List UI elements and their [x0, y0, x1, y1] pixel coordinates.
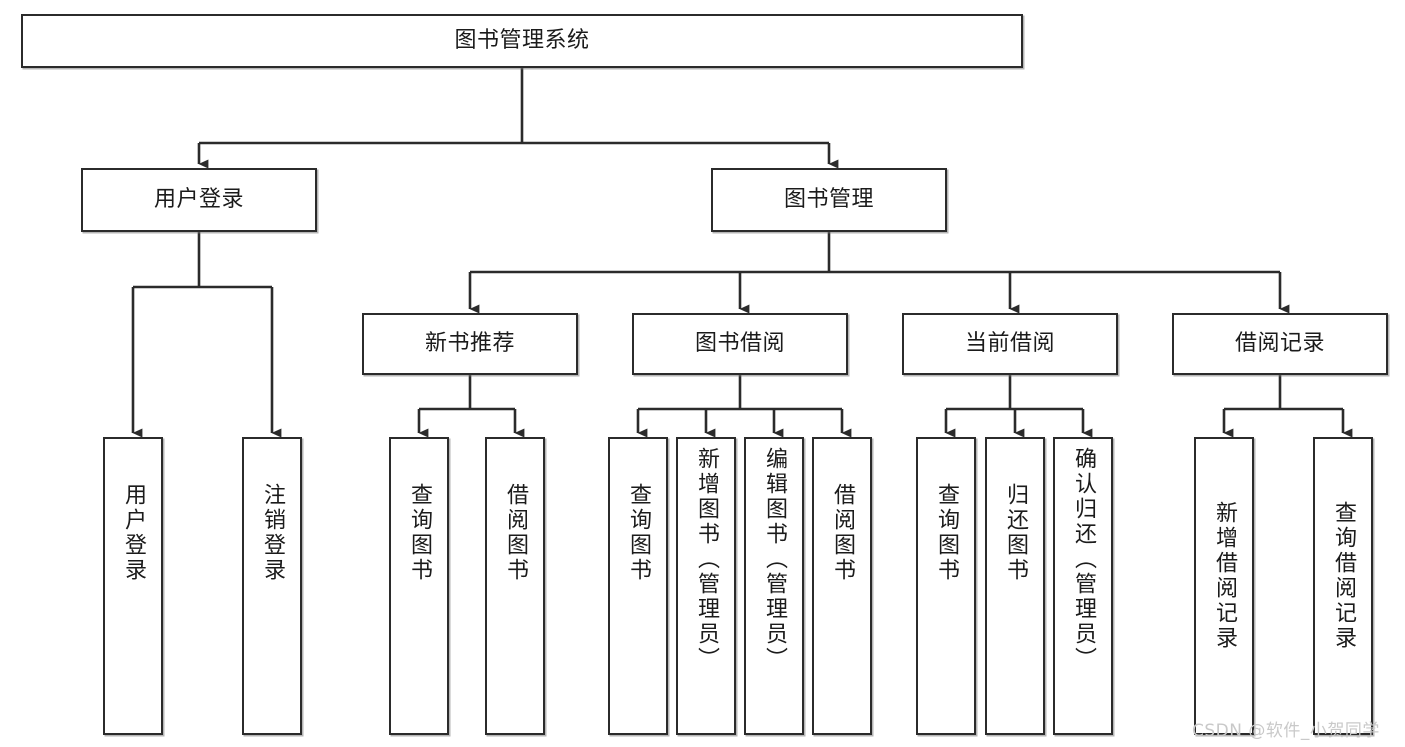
node-leaf-query-book-1[interactable]: 查询图书: [389, 437, 449, 735]
node-book-borrow[interactable]: 图书借阅: [632, 313, 848, 375]
node-new-book-recommend[interactable]: 新书推荐: [362, 313, 578, 375]
node-root[interactable]: 图书管理系统: [21, 14, 1023, 68]
node-leaf-borrow-book-2[interactable]: 借阅图书: [812, 437, 872, 735]
node-user-login-label: 用户登录: [153, 187, 244, 213]
node-leaf-borrow-book-2-label: 借阅图书: [830, 483, 855, 583]
node-new-book-recommend-label: 新书推荐: [424, 331, 515, 357]
node-current-borrow-label: 当前借阅: [964, 331, 1055, 357]
node-leaf-query-book-2-label: 查询图书: [626, 483, 651, 583]
node-leaf-confirm-return[interactable]: 确认归还（管理员）: [1053, 437, 1113, 735]
node-book-management-label: 图书管理: [783, 187, 874, 213]
node-leaf-return-book-label: 归还图书: [1003, 483, 1028, 583]
node-book-borrow-label: 图书借阅: [694, 331, 785, 357]
node-leaf-logout-label: 注销登录: [260, 483, 285, 583]
node-root-label: 图书管理系统: [454, 28, 590, 54]
node-leaf-add-book-label: 新增图书（管理员）: [694, 447, 719, 672]
node-book-management[interactable]: 图书管理: [711, 168, 947, 232]
node-leaf-query-book-3-label: 查询图书: [934, 483, 959, 583]
node-leaf-borrow-book-1[interactable]: 借阅图书: [485, 437, 545, 735]
node-leaf-edit-book-label: 编辑图书（管理员）: [762, 447, 787, 672]
node-leaf-query-record-label: 查询借阅记录: [1331, 501, 1356, 651]
node-leaf-confirm-return-label: 确认归还（管理员）: [1071, 447, 1096, 672]
node-current-borrow[interactable]: 当前借阅: [902, 313, 1118, 375]
csdn-watermark: CSDN @软件_小贺同学: [1192, 721, 1380, 741]
node-leaf-user-login-label: 用户登录: [121, 483, 146, 583]
node-leaf-query-record[interactable]: 查询借阅记录: [1313, 437, 1373, 735]
node-user-login[interactable]: 用户登录: [81, 168, 317, 232]
node-leaf-add-record[interactable]: 新增借阅记录: [1194, 437, 1254, 735]
node-leaf-query-book-1-label: 查询图书: [407, 483, 432, 583]
node-borrow-record[interactable]: 借阅记录: [1172, 313, 1388, 375]
node-leaf-return-book[interactable]: 归还图书: [985, 437, 1045, 735]
node-leaf-edit-book[interactable]: 编辑图书（管理员）: [744, 437, 804, 735]
node-borrow-record-label: 借阅记录: [1234, 331, 1325, 357]
node-leaf-add-book[interactable]: 新增图书（管理员）: [676, 437, 736, 735]
node-leaf-query-book-3[interactable]: 查询图书: [916, 437, 976, 735]
node-leaf-logout[interactable]: 注销登录: [242, 437, 302, 735]
node-leaf-add-record-label: 新增借阅记录: [1212, 501, 1237, 651]
node-leaf-user-login[interactable]: 用户登录: [103, 437, 163, 735]
node-leaf-borrow-book-1-label: 借阅图书: [503, 483, 528, 583]
node-leaf-query-book-2[interactable]: 查询图书: [608, 437, 668, 735]
